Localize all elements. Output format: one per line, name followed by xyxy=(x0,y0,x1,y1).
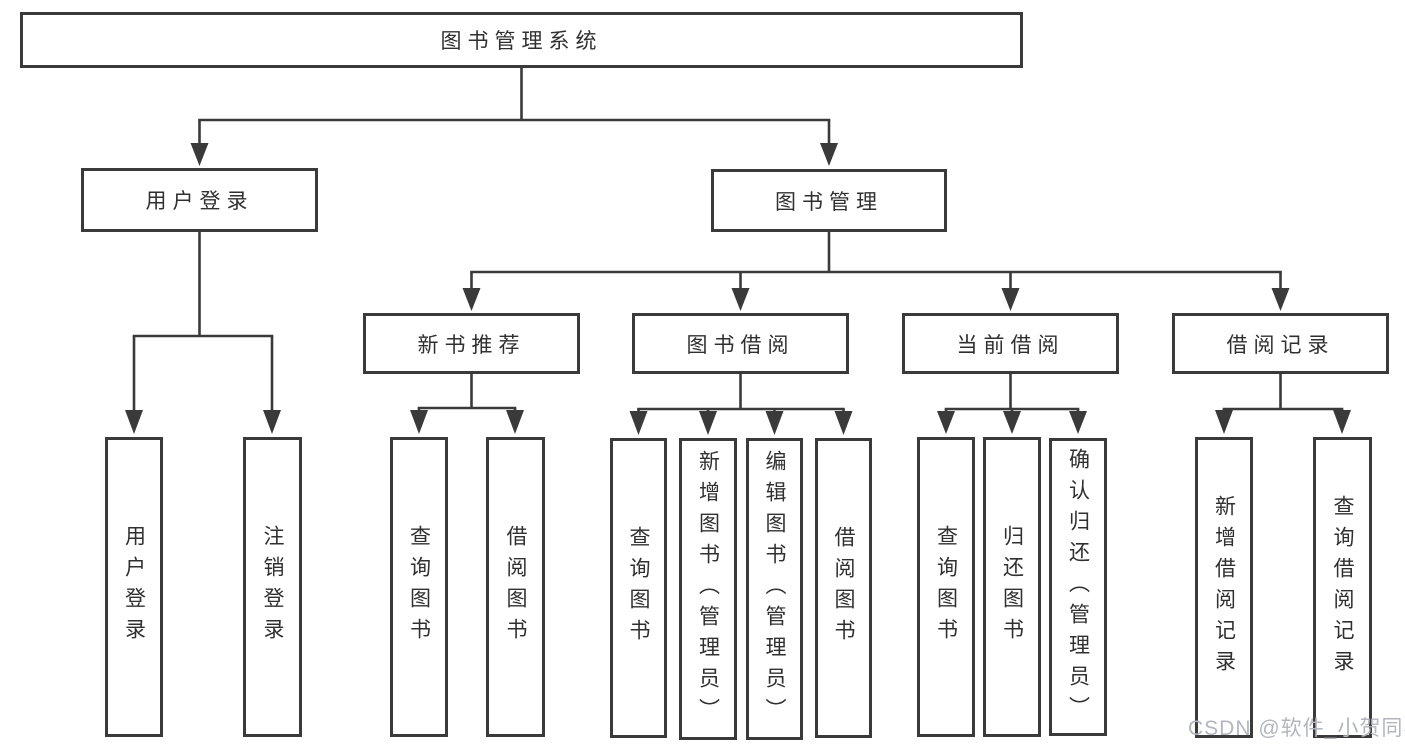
leaf-add-borrow-record: 新增借阅记录 xyxy=(1195,437,1253,738)
leaf-return-books: 归还图书 xyxy=(983,437,1041,737)
node-user-login: 用户登录 xyxy=(81,168,318,232)
leaf-borrow-books-2: 借阅图书 xyxy=(815,438,872,738)
node-new-book-recommend: 新书推荐 xyxy=(363,313,580,374)
leaf-query-books-3: 查询图书 xyxy=(917,437,975,737)
leaf-confirm-return-admin: 确认归还（管理员） xyxy=(1049,438,1107,736)
leaf-query-books-2: 查询图书 xyxy=(610,438,667,738)
leaf-user-login: 用户登录 xyxy=(105,437,163,737)
leaf-query-borrow-record: 查询借阅记录 xyxy=(1313,437,1372,738)
node-book-management: 图书管理 xyxy=(711,169,947,232)
leaf-add-books-admin: 新增图书（管理员） xyxy=(679,438,737,740)
leaf-borrow-books-1: 借阅图书 xyxy=(486,437,545,737)
leaf-edit-books-admin: 编辑图书（管理员） xyxy=(746,438,803,740)
node-book-borrowing: 图书借阅 xyxy=(632,313,849,374)
node-borrow-records: 借阅记录 xyxy=(1172,313,1389,374)
leaf-query-books-1: 查询图书 xyxy=(390,437,448,737)
csdn-watermark: CSDN @软件_小贺同学 xyxy=(1188,717,1405,740)
leaf-logout: 注销登录 xyxy=(243,437,302,737)
node-current-borrowing: 当前借阅 xyxy=(902,313,1119,374)
node-library-management-system: 图书管理系统 xyxy=(20,12,1023,68)
